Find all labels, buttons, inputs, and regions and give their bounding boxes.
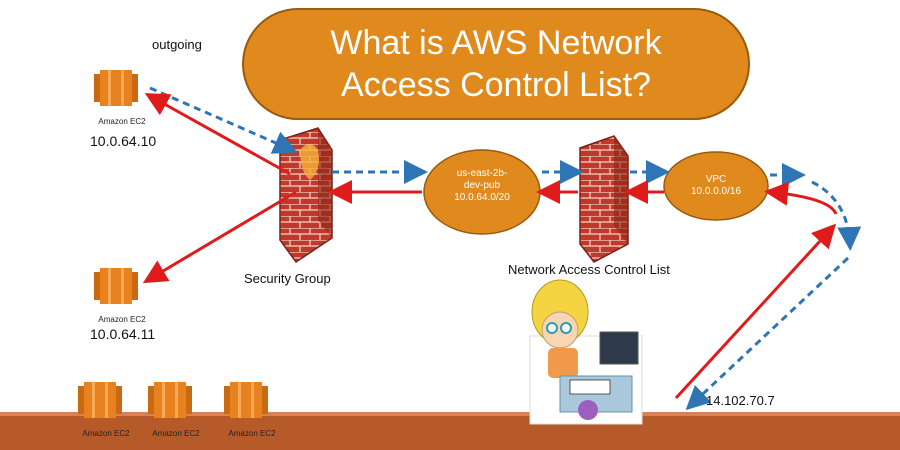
subnet-name-line-2: dev-pub	[463, 180, 501, 191]
arrow-out-to-client	[685, 256, 850, 411]
ec2-icon	[224, 382, 268, 418]
outbound-arrows	[149, 86, 862, 411]
title-banner: What is AWS Network Access Control List?	[242, 8, 750, 120]
outgoing-label: outgoing	[152, 37, 202, 52]
arrow-in-sg-to-ec2-bottom	[142, 190, 297, 284]
ec2-caption: Amazon EC2	[152, 429, 200, 438]
arrow-out-curve	[811, 180, 862, 251]
ground-strip	[0, 414, 900, 450]
inbound-arrows	[142, 93, 838, 400]
subnet-label: us-east-2b- dev-pub 10.0.64.0/20	[438, 168, 526, 204]
nacl-label: Network Access Control List	[508, 262, 670, 277]
vpc-label: VPC 10.0.0.0/16	[680, 174, 752, 198]
ec2-icon	[94, 268, 138, 304]
vpc-cidr: 10.0.0.0/16	[690, 186, 742, 197]
ec2-instance: Amazon EC2	[224, 378, 280, 438]
client-ip-label: 14.102.70.7	[706, 393, 775, 408]
ec2-instance: Amazon EC2	[148, 378, 204, 438]
subnet-name-line-1: us-east-2b-	[456, 168, 508, 179]
ec2-icon	[78, 382, 122, 418]
title-line-1: What is AWS Network	[330, 24, 662, 62]
arrow-in-client-up	[674, 223, 837, 400]
vpc-name: VPC	[705, 174, 727, 185]
subnet-cidr: 10.0.64.0/20	[454, 192, 510, 203]
ec2-instance: Amazon EC2	[94, 264, 150, 324]
user-at-computer-icon	[529, 279, 643, 425]
arrow-out-ec2-to-sg	[149, 86, 298, 154]
ec2-ip: 10.0.64.11	[90, 326, 156, 342]
ec2-caption: Amazon EC2	[228, 429, 276, 438]
ec2-instance: Amazon EC2	[78, 378, 134, 438]
ec2-icon	[148, 382, 192, 418]
security-group-label: Security Group	[244, 271, 331, 286]
ground-top-edge	[0, 412, 900, 416]
nacl-firewall-icon	[579, 135, 629, 263]
ec2-caption: Amazon EC2	[98, 315, 146, 324]
title-line-2: Access Control List?	[341, 66, 651, 104]
arrow-in-curve	[764, 181, 838, 215]
arrow-in-sg-to-ec2-top	[144, 93, 291, 176]
ec2-caption: Amazon EC2	[82, 429, 130, 438]
ec2-icon	[94, 70, 138, 106]
ec2-ip: 10.0.64.10	[90, 133, 157, 149]
ec2-instance: Amazon EC2	[94, 66, 150, 126]
security-group-firewall-icon	[279, 127, 333, 264]
ec2-caption: Amazon EC2	[98, 117, 146, 126]
